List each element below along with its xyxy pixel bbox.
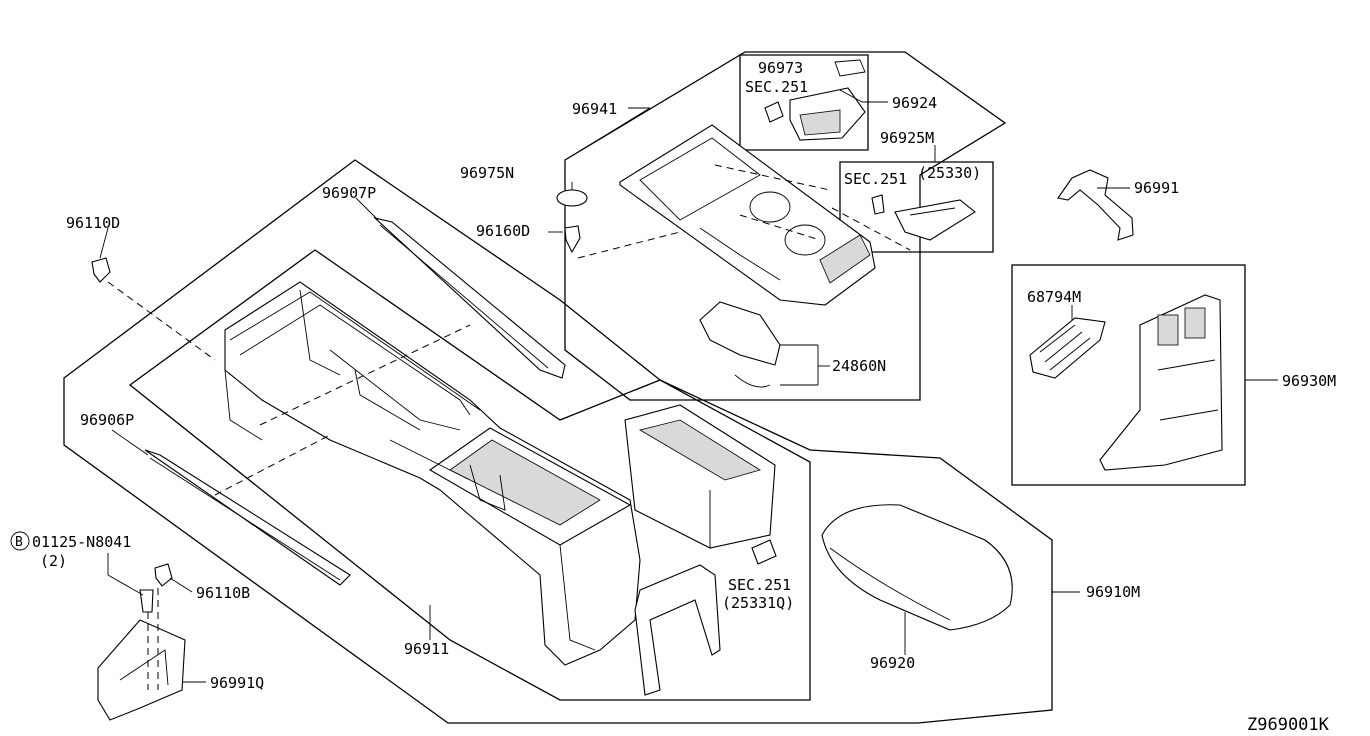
label-96920: 96920 (870, 654, 915, 672)
label-96941: 96941 (572, 100, 617, 118)
reference-code: Z969001K (1247, 715, 1330, 735)
label-96991q: 96991Q (210, 674, 264, 692)
screw-01125 (139, 589, 154, 613)
label-96906p: 96906P (80, 411, 134, 429)
label-96110d: 96110D (66, 214, 120, 232)
console-storage-box (624, 404, 776, 549)
main-console-boundary (63, 159, 1053, 724)
socket-sec251-top (764, 101, 784, 123)
bracket-96991q (97, 619, 186, 721)
label-68794m: 68794M (1027, 288, 1081, 306)
clip-96110b (154, 563, 173, 587)
label-sec251-top: SEC.251 (745, 78, 808, 96)
label-sec251-low: SEC.251 (728, 576, 791, 594)
rear-vent-detail-boundary (1011, 264, 1246, 486)
clip-96110d (91, 257, 111, 283)
cap-96975n (556, 189, 588, 207)
label-96924: 96924 (892, 94, 937, 112)
marker-circle-b (10, 531, 30, 551)
bracket-96991 (1057, 169, 1134, 241)
label-sec251-mid: SEC.251 (844, 170, 907, 188)
label-qty-2: (2) (40, 552, 67, 570)
label-96930m: 96930M (1282, 372, 1336, 390)
leader-lines (99, 89, 1278, 683)
harness-24860n (699, 301, 781, 388)
label-96975n: 96975N (460, 164, 514, 182)
rear-vent-68794m (1029, 317, 1106, 379)
finisher-strip-96906p (144, 449, 351, 586)
finisher-strip-96907p (373, 216, 566, 379)
console-body-boundary (128, 249, 811, 701)
marker-b-letter: B (15, 535, 23, 550)
socket-25330 (871, 194, 976, 241)
label-25330: (25330) (918, 164, 981, 182)
label-01125-n8041: 01125-N8041 (32, 533, 131, 551)
socket-sec251-low (751, 539, 777, 565)
cupholder-finisher-96941 (619, 124, 876, 306)
label-96973: 96973 (758, 59, 803, 77)
assembly-dashed-lines (107, 164, 911, 690)
label-96991: 96991 (1134, 179, 1179, 197)
label-96910m: 96910M (1086, 583, 1140, 601)
ashtray-96924 (789, 59, 866, 141)
label-96925m: 96925M (880, 129, 934, 147)
clip-96160d (564, 225, 581, 254)
rear-finisher-96930m (1099, 294, 1223, 471)
label-96160d: 96160D (476, 222, 530, 240)
label-96907p: 96907P (322, 184, 376, 202)
armrest-96920 (821, 504, 1013, 631)
label-25331q: (25331Q) (722, 594, 794, 612)
label-96110b: 96110B (196, 584, 250, 602)
console-body-96911 (224, 281, 641, 666)
cupholder-finisher-boundary (564, 51, 1007, 401)
label-24860n: 24860N (832, 357, 886, 375)
label-96911: 96911 (404, 640, 449, 658)
ashtray-detail-boundary (739, 54, 869, 151)
console-bracket-lower (634, 564, 721, 696)
